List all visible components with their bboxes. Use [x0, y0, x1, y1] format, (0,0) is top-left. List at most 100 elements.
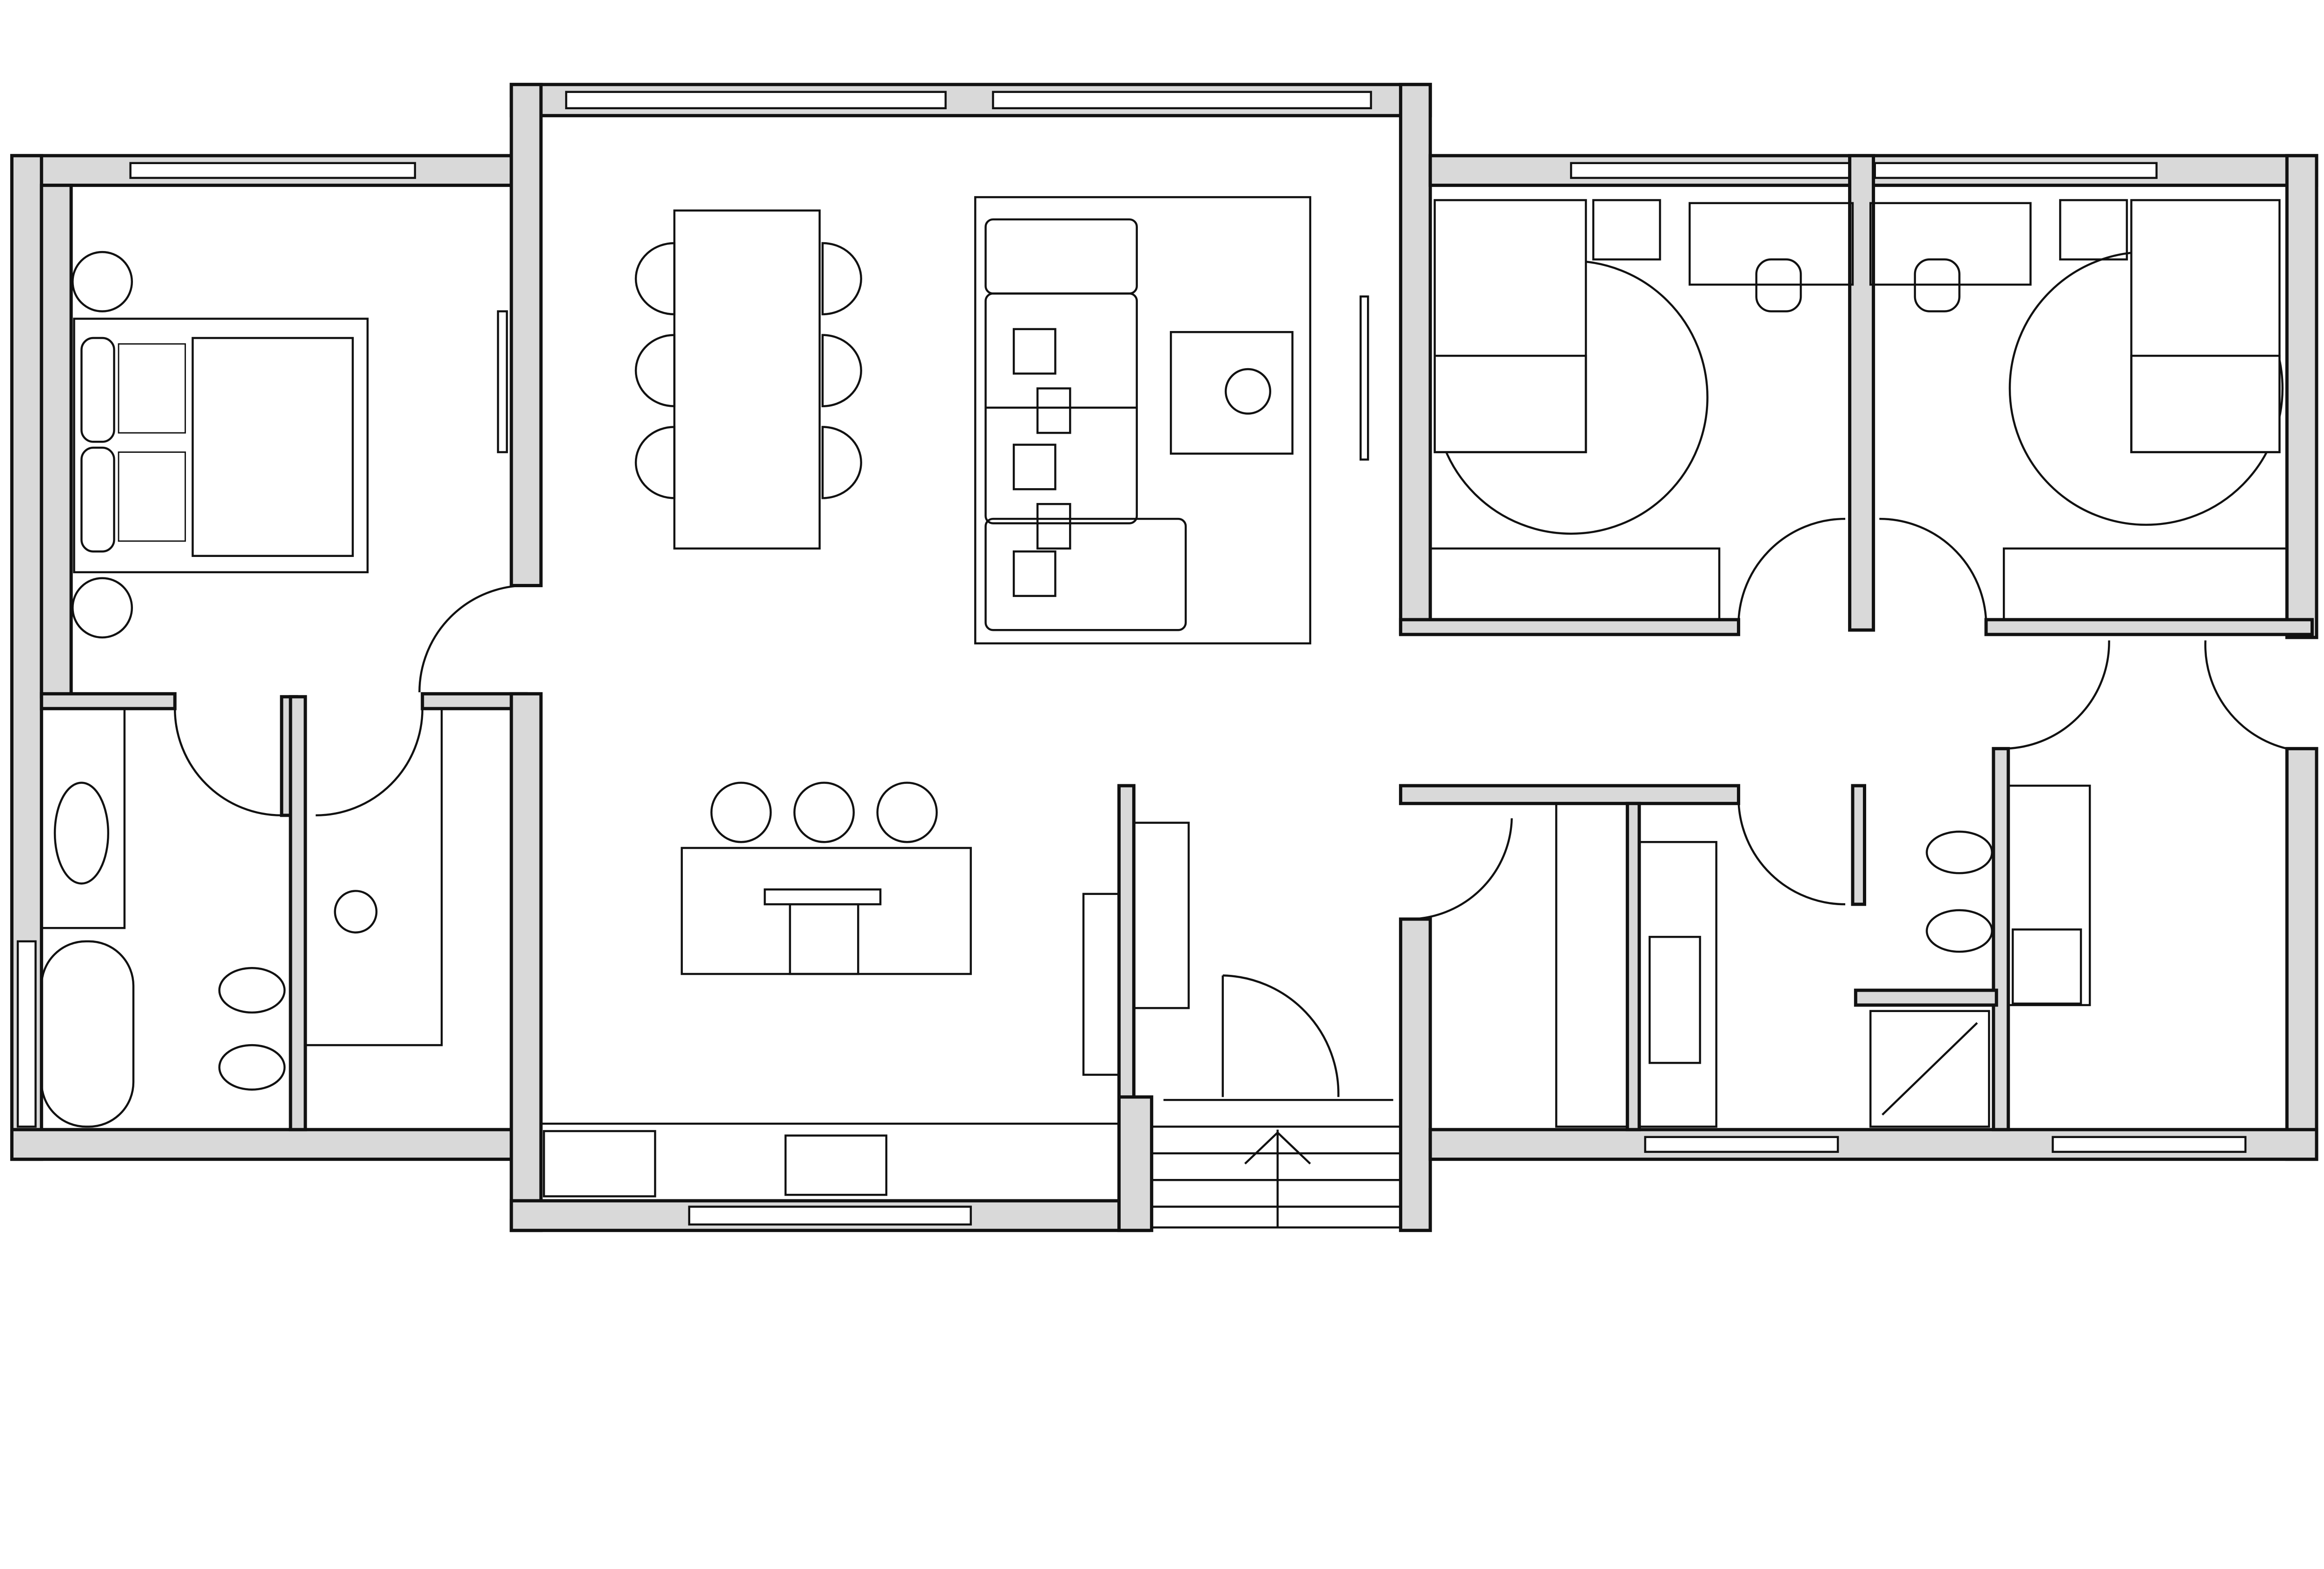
wardrobe: [2002, 547, 2288, 621]
vanity: [1638, 841, 1717, 1128]
door-swing: [2204, 640, 2287, 750]
cushion: [1012, 444, 1056, 490]
door-swing: [1737, 800, 1846, 906]
sofa-back: [984, 218, 1138, 295]
wall-center-left: [509, 692, 543, 1232]
stair-arrow-head: [1244, 1131, 1311, 1165]
rug: [974, 196, 1312, 645]
wall-bedroom-bottom: [40, 692, 177, 710]
desk: [1688, 202, 1854, 286]
dining-chair: [821, 334, 862, 407]
bar-stool: [793, 781, 855, 843]
shower-partition: [305, 708, 443, 1046]
wall-right-outer: [2285, 747, 2318, 1161]
cushion: [1012, 328, 1056, 375]
bed-duvet: [1433, 355, 1587, 453]
bar-stool: [876, 781, 938, 843]
kitchen: [540, 781, 1190, 1202]
wall-right-outer: [2285, 154, 2318, 639]
wall-center-left: [509, 83, 543, 588]
dining: [634, 209, 862, 550]
wall-wc2: [1851, 784, 1866, 906]
vanity: [2007, 784, 2091, 1006]
window: [129, 162, 416, 179]
bathtub: [40, 940, 135, 1128]
toilet: [1926, 830, 1993, 874]
cushion: [1012, 550, 1056, 597]
door-swing: [1408, 818, 1513, 920]
desk-chair: [1755, 258, 1802, 312]
toilet: [218, 967, 286, 1014]
door-swing: [316, 708, 424, 817]
sink: [1648, 936, 1701, 1064]
bidet: [1926, 909, 1993, 953]
wardrobe: [1429, 547, 1721, 621]
kitchen-island: [680, 847, 972, 975]
shower-tray: [1869, 1010, 1990, 1128]
door-swing: [2000, 640, 2110, 750]
nightstand: [1592, 199, 1661, 261]
stair-flight: [1150, 1125, 1402, 1229]
desk: [1869, 202, 2032, 286]
shower-drain: [334, 890, 378, 933]
wall-center-right: [1399, 917, 1432, 1232]
sink: [53, 781, 110, 885]
wall-bath-top: [1399, 784, 1740, 805]
nightstand-lamp: [72, 577, 133, 639]
right-bath-fixtures: [1555, 784, 2091, 1128]
door-swing: [1222, 974, 1340, 1097]
radiator: [543, 1130, 656, 1198]
doors: [174, 295, 2287, 1097]
bar-stool: [710, 781, 772, 843]
single-bed: [1433, 199, 1587, 453]
window: [17, 940, 37, 1128]
wall-bedroom-inner: [40, 184, 73, 699]
window: [688, 1205, 972, 1226]
bedroom-3: [1869, 199, 2288, 621]
pillow: [118, 343, 186, 434]
dining-chair: [634, 426, 676, 499]
desk-chair: [1914, 258, 1961, 312]
window: [1644, 1136, 1839, 1153]
bedroom-2: [1429, 199, 1854, 621]
kitchen-counter: [540, 1122, 1120, 1202]
vanity: [40, 708, 126, 929]
door-swing: [174, 708, 282, 817]
cushion: [1036, 503, 1071, 550]
oven: [789, 903, 859, 975]
dining-chair: [821, 242, 862, 316]
window: [1874, 162, 2158, 179]
door-swing: [418, 584, 527, 693]
wall-bedrooms-bottom: [1399, 618, 1740, 636]
bidet: [218, 1044, 286, 1091]
wall-left-wing-bottom: [10, 1128, 525, 1161]
dining-table: [673, 209, 821, 550]
sink: [2012, 928, 2082, 1005]
double-bed: [73, 318, 369, 574]
fridge-panel: [1082, 893, 1120, 1076]
wall-bath-divider: [1992, 747, 2010, 1132]
floor-plan: [10, 83, 2318, 1232]
vase: [1224, 368, 1272, 415]
sliding-door: [1360, 295, 1369, 461]
pillow: [80, 337, 115, 443]
wall-bath-divider: [1625, 801, 1641, 1132]
window: [992, 91, 1372, 110]
window: [2052, 1136, 2247, 1153]
dining-chair: [634, 334, 676, 407]
wall-bath-divider: [289, 695, 307, 1132]
hob: [764, 888, 882, 906]
bed-duvet: [2130, 355, 2281, 453]
master-bath-fixtures: [40, 708, 378, 1128]
shower-diagonal: [1882, 1022, 1978, 1116]
stairs: [1150, 1099, 1402, 1229]
dining-chair: [634, 242, 676, 316]
laundry-cabinet: [1555, 802, 1629, 1128]
pillow: [80, 446, 115, 553]
door-swing: [1879, 517, 1987, 630]
wall-entrance: [1117, 784, 1136, 1128]
wall-entrance: [1117, 1095, 1154, 1232]
dining-chair: [821, 426, 862, 499]
bed-duvet: [191, 337, 354, 557]
kitchen-sink: [784, 1134, 888, 1196]
